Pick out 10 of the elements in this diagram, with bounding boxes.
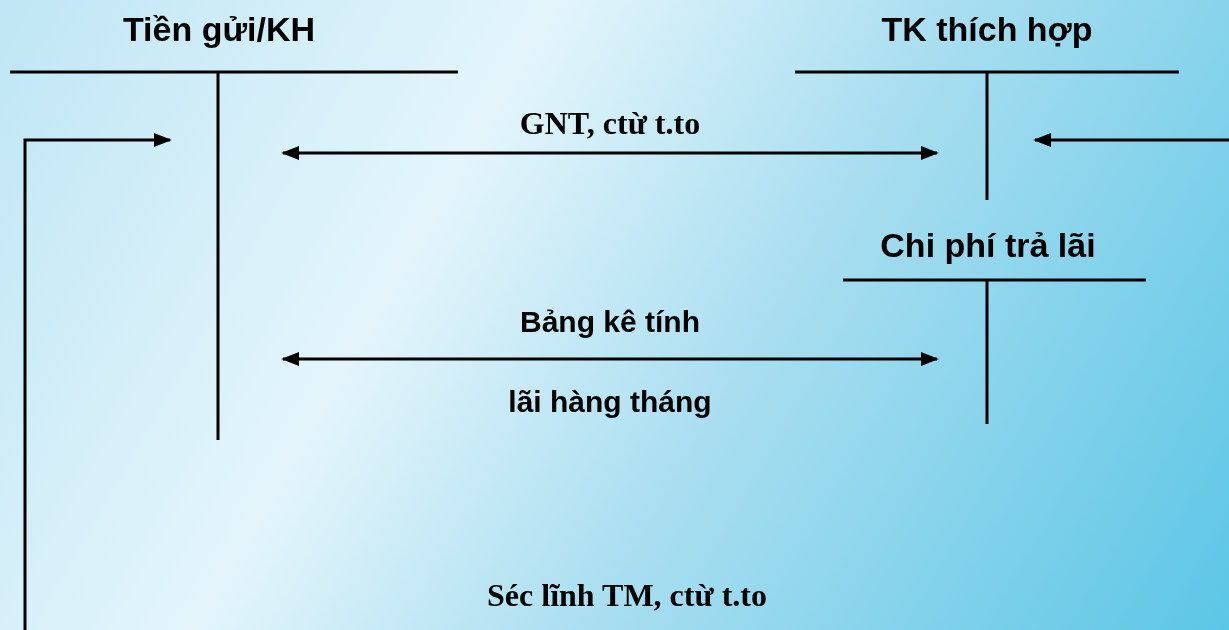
- account-title: Tiền gửi/KH: [121, 10, 317, 49]
- arrow: [23, 132, 172, 630]
- edge-label: GNT, ctừ t.to: [518, 104, 702, 143]
- arrow: [281, 351, 939, 367]
- arrow: [1033, 132, 1229, 148]
- arrow: [281, 145, 939, 161]
- note-text: Séc lĩnh TM, ctừ t.to: [486, 576, 768, 615]
- edge-label: Bảng kê tính lãi hàng tháng: [507, 304, 713, 420]
- account-title: Chi phí trả lãi: [879, 226, 1097, 265]
- account-title: TK thích hợp: [880, 10, 1094, 49]
